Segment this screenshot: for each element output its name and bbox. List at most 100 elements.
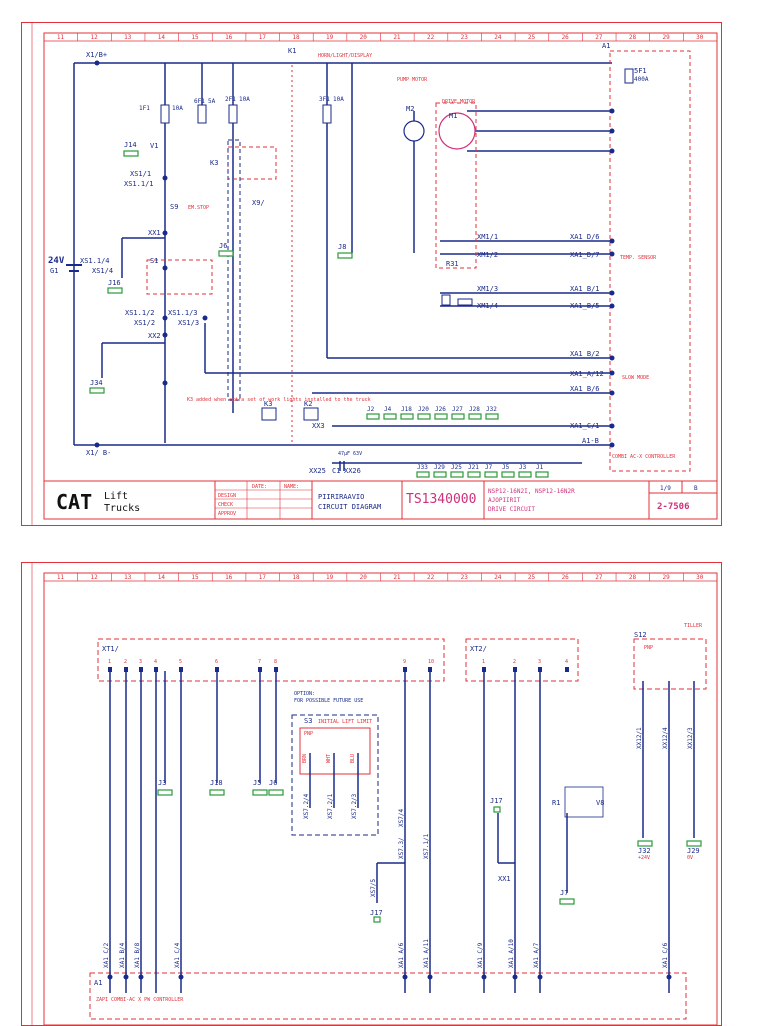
xs7-2-3-label: XS7.2/3 [351,793,358,819]
wht-label: WHT [326,754,332,763]
controller-box [89,972,687,1020]
junction-tab [484,471,498,478]
revision: B [694,485,698,492]
s1-label: S1 [150,257,158,265]
k3-note: K3 added when extra set of work lights i… [187,397,371,403]
pin-marker [215,667,219,672]
pin-marker [403,667,407,672]
xx1-label-2: XX1 [498,875,511,883]
pin-dot [427,974,433,980]
junction-tab [417,413,431,420]
junction-tab [434,413,448,420]
f5-label: 5F1 [634,67,647,75]
brand-lift: Lift [104,491,128,502]
xs7-2-1-label: XS7.2/1 [327,793,334,819]
xa1-b5-label: XA1_B/5 [570,302,600,310]
r1-label: R1 [552,799,560,807]
junction-tab [485,413,499,420]
column-number: 27 [595,574,603,581]
models: NSP12-16N2I, NSP12-16N2R [488,488,575,495]
pin-dot [107,974,113,980]
j18-label: J18 [210,779,223,787]
junction-label: J29 [434,464,445,471]
r1-box [564,786,604,818]
xx12-4-label: XX12/4 [662,727,669,749]
pin-marker [538,667,542,672]
combi-label: COMBI AC-X CONTROLLER [612,454,676,460]
desc2: DRIVE CIRCUIT [488,506,535,513]
j8-tab [337,252,353,259]
f3-rating: 10A [333,96,344,103]
m2-label: M2 [406,105,414,113]
column-number: 15 [191,34,199,41]
column-number: 20 [360,34,368,41]
pin-marker [154,667,158,672]
pin-marker [482,667,486,672]
junction-label: J33 [417,464,428,471]
j34-label: J34 [90,379,103,387]
m1-label: M1 [449,112,457,120]
column-number: 17 [259,574,267,581]
xm1-4-label: XM1/4 [477,302,498,310]
junction-tab [366,413,380,420]
junction-label: J1 [536,464,544,471]
column-number: 27 [595,34,603,41]
column-number: 22 [427,574,435,581]
row-design: DESIGN [218,493,236,499]
column-number: 30 [696,574,704,581]
j8-label: J8 [338,243,346,251]
j6-tab [218,250,234,257]
brn-label: BRN [302,754,308,763]
j14-tab [123,150,139,157]
page-number: 1/9 [660,485,671,492]
x9-label: X9/ [252,199,265,207]
xm1-2-label: XM1/2 [477,251,498,259]
pin-marker [139,667,143,672]
column-number: 18 [292,574,300,581]
j17b-label: J17 [370,909,383,917]
junction-label: J7 [485,464,493,471]
g1-label: G1 [50,267,58,275]
j6-label: J6 [269,779,277,787]
brand-trucks: Trucks [104,503,140,514]
xt1-connector [97,638,445,682]
junction-label: J18 [401,406,412,413]
xt1-pin-number: 7 [258,659,261,665]
junction-label: J26 [435,406,446,413]
column-number: 21 [393,34,401,41]
date-header: DATE: [252,484,267,490]
j32-tab [637,840,653,847]
combi-label-2: ZAPI COMBI-AC X PW CONTROLLER [96,997,184,1003]
s12-label: S12 [634,631,647,639]
controller-pin-label: XA1 B/8 [134,942,141,968]
controller-pin-label: XA1 A/7 [533,942,540,968]
xm1-3-label: XM1/3 [477,285,498,293]
pin-dot [512,974,518,980]
f2-label: 2F1 [225,96,236,103]
xt1-pin-number: 6 [215,659,218,665]
s3-box [299,727,371,775]
xt1-pin-number: 1 [108,659,111,665]
column-number: 25 [528,574,536,581]
f2-rating: 10A [239,96,250,103]
j29-tab [686,840,702,847]
name-header: NAME: [284,484,299,490]
f3-label: 3F1 [319,96,330,103]
tiller-label: TILLER [684,623,703,629]
controller-pin-label: XA1 B/4 [119,942,126,968]
a1-b-label: A1-B [582,437,599,445]
column-number: 26 [562,574,570,581]
row-approv: APPROV [218,511,236,517]
j7-label: J7 [560,889,568,897]
junction-tab [383,413,397,420]
xs7-5-label: XS7/5 [370,879,377,897]
j7-tab [559,898,575,905]
pin-dot [481,974,487,980]
k2-label: K2 [304,400,312,408]
xa1-d7-label: XA1_D/7 [570,251,600,259]
